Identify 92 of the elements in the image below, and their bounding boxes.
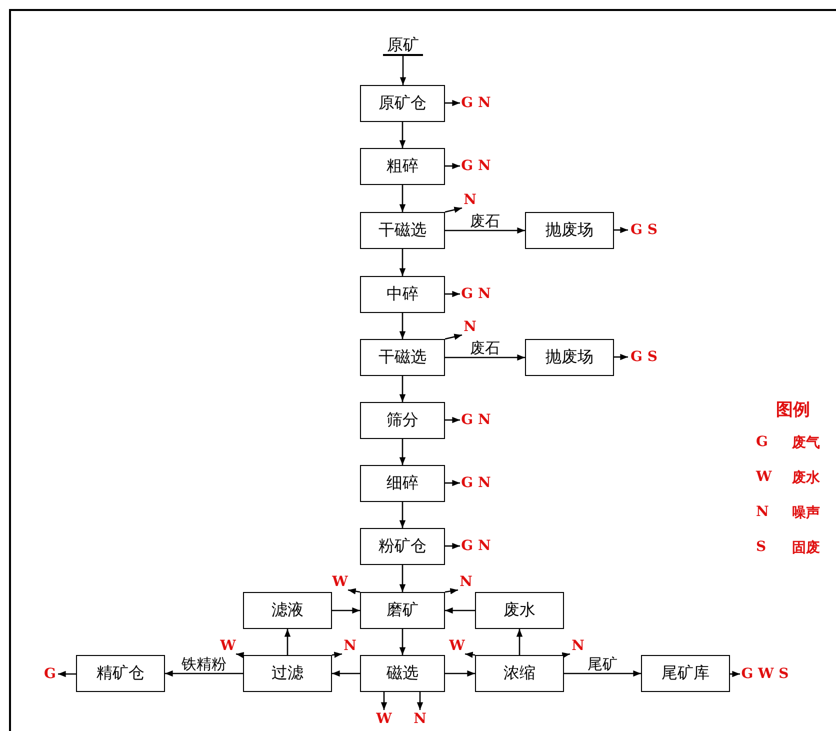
arrow (399, 185, 406, 212)
process-box: 磨矿 (360, 592, 445, 629)
arrow (400, 56, 406, 85)
arrow (399, 502, 406, 528)
process-box: 筛分 (360, 402, 445, 439)
arrow (730, 670, 740, 678)
legend-text: 固废 (792, 539, 820, 557)
arrow (332, 670, 360, 677)
arrow (399, 313, 406, 339)
emission-code: G W S (740, 665, 790, 683)
arrow (562, 652, 570, 658)
legend-code: W (756, 469, 772, 485)
arrow (445, 670, 475, 677)
legend-text: 废水 (792, 469, 820, 487)
arrow (165, 670, 243, 677)
arrow (564, 670, 641, 677)
arrow (614, 354, 628, 360)
arrow (444, 588, 458, 594)
arrow (399, 565, 406, 592)
legend-text: 噪声 (792, 504, 820, 522)
process-box: 废水 (475, 592, 564, 629)
process-box: 干磁选 (360, 212, 445, 249)
emission-code: G S (628, 348, 660, 366)
process-box: 粉矿仓 (360, 528, 445, 565)
legend-code: G (756, 434, 768, 450)
arrow (399, 249, 406, 276)
arrow (332, 607, 360, 614)
emission-code: N (458, 574, 474, 590)
emission-code: N (462, 192, 478, 208)
arrow (332, 652, 342, 658)
emission-code: W (376, 710, 392, 728)
emission-code: G N (460, 285, 492, 303)
arrow (445, 162, 460, 170)
process-box: 过滤 (243, 655, 332, 692)
process-box: 磁选 (360, 655, 445, 692)
arrow (444, 206, 462, 213)
legend-code: N (756, 504, 769, 520)
edge-label: 废石 (469, 340, 501, 356)
input-label: 原矿 (383, 36, 423, 56)
emission-code: G N (460, 537, 492, 555)
arrow (380, 692, 388, 710)
emission-code: G S (628, 221, 660, 239)
legend-code: S (756, 539, 766, 555)
emission-code: N (412, 710, 428, 728)
edge-label: 铁精粉 (180, 656, 228, 672)
legend-text: 废气 (792, 434, 820, 452)
arrow (236, 652, 244, 658)
arrow (284, 629, 291, 655)
emission-code: G N (460, 94, 492, 112)
process-box: 精矿仓 (76, 655, 165, 692)
edge-label: 废石 (469, 212, 501, 228)
arrow (445, 354, 525, 361)
arrow (348, 588, 360, 594)
arrow (445, 542, 460, 550)
process-box: 中碎 (360, 276, 445, 313)
edge-label: 尾矿 (586, 656, 618, 672)
process-box: 抛废场 (525, 212, 614, 249)
emission-code: N (342, 638, 358, 654)
process-box: 滤液 (243, 592, 332, 629)
emission-code: G (42, 665, 58, 683)
arrow (445, 607, 475, 614)
emission-code: W (220, 638, 236, 654)
process-box: 干磁选 (360, 339, 445, 376)
arrow (416, 692, 424, 710)
arrow (58, 670, 76, 678)
arrow (445, 100, 460, 106)
arrow (399, 376, 406, 402)
arrow (399, 439, 406, 465)
emission-code: G N (460, 474, 492, 492)
emission-code: W (449, 638, 465, 654)
arrow (444, 334, 462, 340)
process-box: 粗碎 (360, 148, 445, 185)
emission-code: G N (460, 411, 492, 429)
arrow (464, 652, 476, 658)
arrow (614, 226, 628, 234)
legend-title: 图例 (776, 399, 810, 421)
emission-code: N (462, 319, 478, 335)
process-box: 浓缩 (475, 655, 564, 692)
arrow (399, 629, 406, 655)
arrow (445, 227, 525, 234)
arrow (445, 416, 460, 424)
arrow (399, 122, 406, 148)
arrow (445, 290, 460, 298)
process-box: 尾矿库 (641, 655, 730, 692)
arrow (516, 629, 523, 655)
process-box: 抛废场 (525, 339, 614, 376)
emission-code: G N (460, 157, 492, 175)
process-box: 细碎 (360, 465, 445, 502)
emission-code: N (570, 638, 586, 654)
process-box: 原矿仓 (360, 85, 445, 122)
arrow (445, 480, 460, 486)
emission-code: W (332, 574, 348, 590)
